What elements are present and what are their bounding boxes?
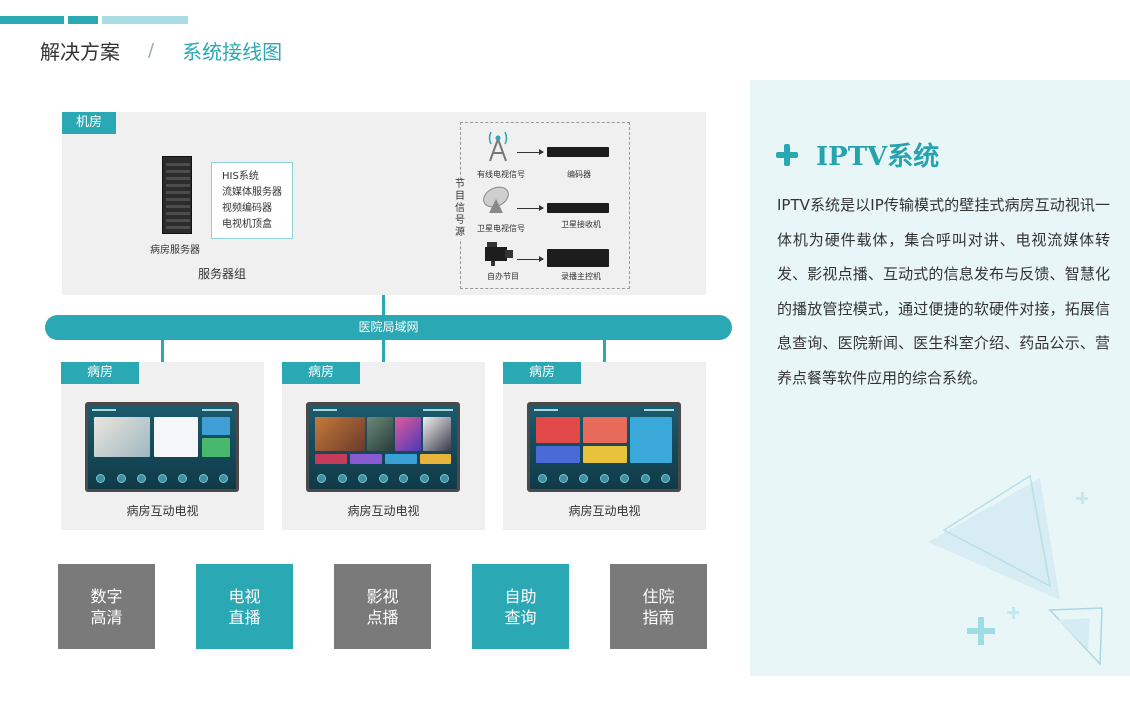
- feature-line: 查询: [504, 607, 537, 627]
- ward-link-line: [382, 340, 385, 362]
- source-name: 卫星电视信号: [477, 224, 525, 233]
- signal-source-label: 节目信号源: [453, 179, 467, 239]
- ward-tag: 病房: [282, 362, 360, 384]
- device-name: 卫星接收机: [561, 220, 601, 229]
- feature-line: 直播: [228, 607, 261, 627]
- feature-line: 高清: [90, 607, 123, 627]
- server-items-box: HIS系统 流媒体服务器 视频编码器 电视机顶盒: [211, 162, 293, 239]
- ward-tag: 病房: [503, 362, 581, 384]
- signal-source-box: 节目信号源 有线电视信号 编码器 卫星电视信号 卫星接收机 自办节目: [453, 122, 630, 289]
- server-group-label: 服务器组: [198, 267, 247, 281]
- flow-arrow: [517, 256, 544, 262]
- feature-line: 住院: [642, 586, 675, 606]
- server-item: HIS系统: [222, 171, 259, 182]
- page-subtitle: 系统接线图: [182, 40, 283, 64]
- encoder-device-icon: [547, 147, 609, 157]
- satellite-receiver-icon: [547, 203, 609, 213]
- satellite-dish-icon: [483, 186, 509, 213]
- panel-description: IPTV系统是以IP传输模式的壁挂式病房互动视讯一体机为硬件载体，集合呼叫对讲、…: [777, 196, 1110, 387]
- ward-link-line: [161, 340, 164, 362]
- room-uplink-line: [382, 295, 385, 315]
- source-name: 有线电视信号: [477, 170, 525, 179]
- machine-room: 机房 病房服务器 HIS系统 流媒体服务器 视频编码器 电视机顶盒 服务器组 节…: [62, 112, 706, 295]
- iptv-info-panel: IPTV系统 IPTV系统是以IP传输模式的壁挂式病房互动视讯一体机为硬件载体，…: [750, 80, 1130, 676]
- hospital-lan-bar: 医院局域网: [45, 315, 732, 340]
- ward-caption: 病房互动电视: [568, 504, 641, 518]
- flow-arrow: [517, 205, 544, 211]
- interactive-tv-screen: [85, 402, 239, 492]
- recording-controller-icon: [547, 249, 609, 267]
- feature-line: 点播: [366, 607, 399, 627]
- ward-panel: 病房 病房互动电视: [282, 362, 485, 530]
- server-rack-icon: [162, 156, 192, 234]
- decorative-shapes: [928, 474, 1103, 666]
- top-accent-bar: [68, 16, 98, 24]
- server-item: 视频编码器: [222, 203, 272, 214]
- feature-tile: 电视直播: [196, 564, 293, 649]
- feature-tile: 数字高清: [58, 564, 155, 649]
- top-accent-bar: [102, 16, 188, 24]
- antenna-icon: [488, 131, 508, 162]
- title-separator: /: [148, 40, 155, 61]
- server-label: 病房服务器: [150, 245, 200, 256]
- page-heading: 解决方案 / 系统接线图: [40, 36, 282, 65]
- panel-title: IPTV系统: [776, 136, 939, 173]
- server-item: 流媒体服务器: [222, 187, 282, 198]
- feature-line: 数字: [90, 586, 123, 606]
- flow-arrow: [517, 149, 544, 155]
- feature-tile: 影视点播: [334, 564, 431, 649]
- page-title: 解决方案: [40, 40, 120, 64]
- panel-title-text: IPTV系统: [816, 142, 940, 172]
- ward-caption: 病房互动电视: [126, 504, 199, 518]
- ward-link-line: [603, 340, 606, 362]
- interactive-tv-screen: [527, 402, 681, 492]
- ward-tag: 病房: [61, 362, 139, 384]
- feature-line: 电视: [228, 586, 261, 606]
- server-item: 电视机顶盒: [222, 219, 272, 230]
- ward-panel: 病房 病房互动电视: [61, 362, 264, 530]
- ward-caption: 病房互动电视: [347, 504, 420, 518]
- feature-line: 影视: [366, 586, 399, 606]
- top-accent-bar: [0, 16, 64, 24]
- feature-line: 指南: [642, 607, 675, 627]
- source-name: 自办节目: [487, 272, 519, 281]
- interactive-tv-screen: [306, 402, 460, 492]
- ward-panel: 病房 病房互动电视: [503, 362, 706, 530]
- machine-room-tag: 机房: [62, 112, 117, 134]
- feature-tile: 自助查询: [472, 564, 569, 649]
- device-name: 录播主控机: [561, 272, 601, 281]
- feature-tile: 住院指南: [610, 564, 707, 649]
- video-camera-icon: [485, 242, 513, 266]
- feature-line: 自助: [504, 586, 537, 606]
- plus-icon: [776, 143, 798, 166]
- device-name: 编码器: [567, 170, 591, 179]
